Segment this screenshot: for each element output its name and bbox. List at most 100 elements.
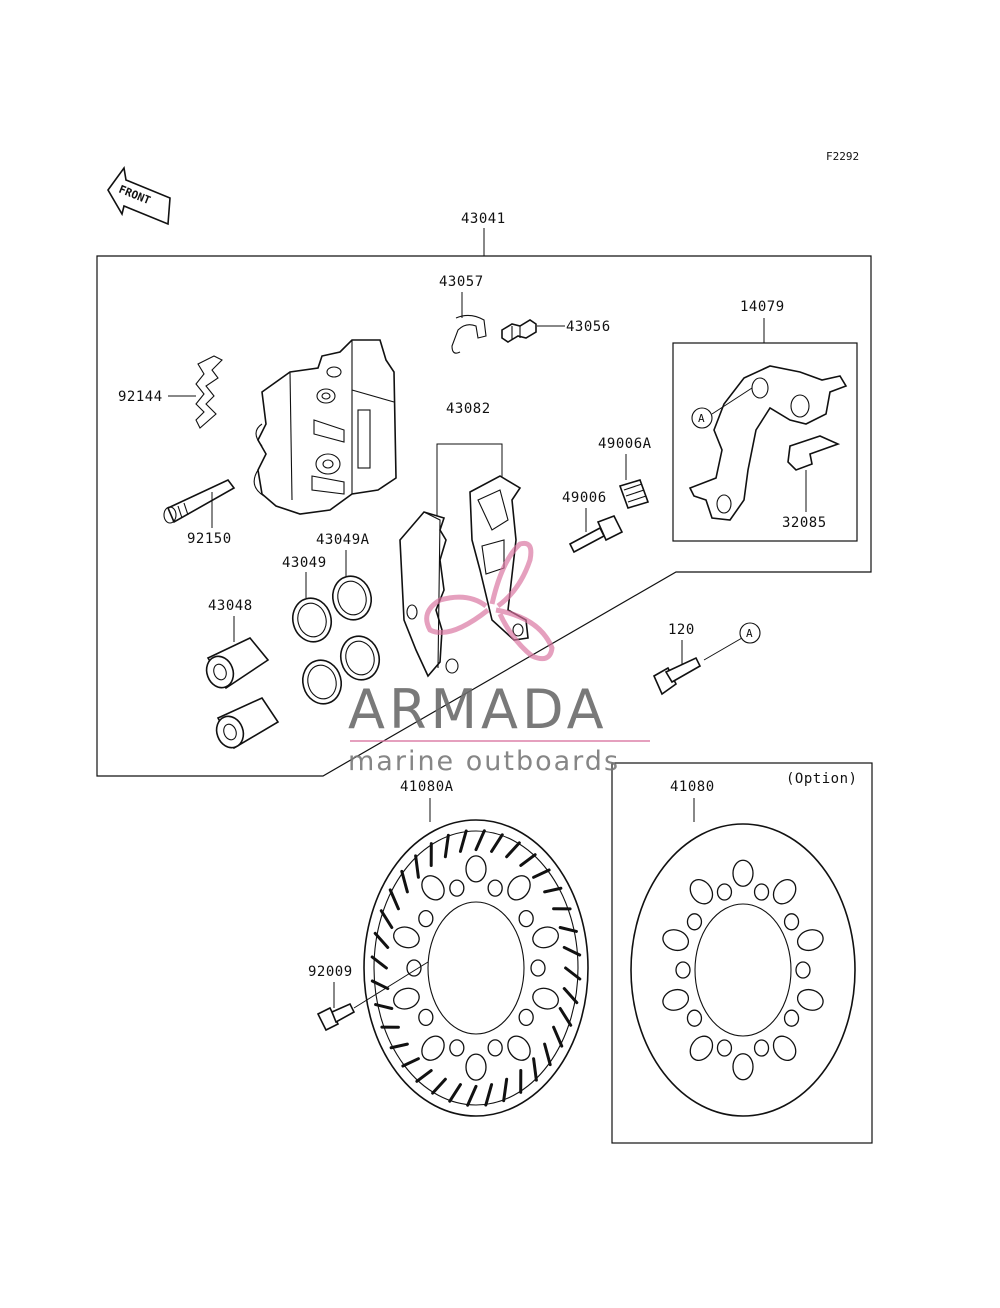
disc-cutout [465,855,487,883]
disc-cutout [421,875,445,901]
caliper-assembly-box [96,228,872,777]
disc-rivet-hole [675,961,691,979]
disc-cutout [393,987,420,1010]
disc-cutout [507,1035,531,1061]
disc-slot [388,888,400,911]
disc-cutout [507,875,531,901]
disc-slot [431,1077,447,1095]
disc-rivet-hole [518,1008,534,1027]
disc-rivet-hole [487,879,503,897]
disc-cutout [772,1035,797,1061]
caliper-bracket-part [688,365,848,521]
piston-seal-part [291,575,381,705]
bracket-box [672,342,858,542]
option-label: (Option) [786,771,857,787]
label-disc-a: 41080A [400,779,454,795]
brake-disc-round-part [630,823,856,1117]
disc-slot [414,854,420,879]
disc-cutout [796,929,824,952]
label-pin: 92150 [187,531,232,547]
disc-rivet-hole [753,1039,770,1057]
disc-cutout [662,929,690,952]
disc-slot [484,1083,494,1107]
disc-cutout [393,926,420,949]
disc-slot [370,979,390,991]
boot-part [618,479,650,509]
disc-slot [562,945,582,957]
disc-rivet-hole [530,959,546,977]
label-bolt: 120 [668,622,695,638]
disc-rivet-hole [753,883,770,901]
brake-pad-left-part [399,511,459,678]
label-plate: 32085 [782,515,827,531]
watermark-brand: ARMADA [348,678,608,741]
pad-spring-part [195,355,223,429]
label-disc-bolt: 92009 [308,964,353,980]
diagram-code: F2292 [826,150,859,163]
disc-rivet-hole [783,913,800,931]
bleed-valve-part [501,319,537,343]
disc-cutout [465,1053,487,1081]
disc-slot [532,868,551,879]
disc-cutout [732,859,754,887]
disc-cutout [689,879,714,905]
disc-rivet-hole [418,909,434,928]
disc-slot [543,1042,552,1067]
disc-slot [373,931,390,949]
callout-a-bolt: A [739,622,761,644]
disc-slot [415,1069,433,1083]
disc-cutout [689,1035,714,1061]
disc-slot [370,955,388,970]
front-arrow-icon: FRONT [107,165,171,226]
label-bleed-valve: 43056 [566,319,611,335]
label-hose-clip: 43057 [439,274,484,290]
disc-slot [564,966,582,981]
disc-bolt-part [316,1002,356,1032]
disc-slot [401,1057,420,1068]
disc-slot [558,926,578,933]
option-disc-box [611,762,873,1144]
disc-cutout [772,879,797,905]
watermark: ARMADA marine outboards [348,540,650,777]
disc-rivet-hole [406,959,422,977]
disc-slot [379,909,394,930]
disc-rivet-hole [686,913,703,931]
disc-slot [458,829,468,853]
disc-slot [519,853,537,867]
disc-rivet-hole [716,1039,733,1057]
label-assembly: 43041 [461,211,506,227]
disc-slot [448,1083,462,1103]
disc-rivet-hole [716,883,733,901]
disc-slot [552,1025,564,1048]
disc-slot [502,1077,509,1103]
disc-rivet-hole [518,909,534,928]
label-spring: 92144 [118,389,163,405]
disc-slot [474,829,486,852]
disc-cutout [421,1035,445,1061]
disc-rivet-hole [418,1008,434,1027]
piston-part [205,637,280,750]
svg-text:A: A [746,627,753,640]
disc-slot [490,833,504,853]
disc-rivet-hole [795,961,811,979]
disc-slot [562,987,579,1005]
disc-rivet-hole [686,1009,703,1027]
disc-cutout [532,987,559,1010]
slide-pin-part [568,514,624,554]
disc-slot [505,841,521,859]
disc-slot [543,886,563,894]
disc-slot [466,1084,478,1107]
disc-slot [400,869,409,894]
disc-rivet-hole [449,879,465,897]
disc-cutout [796,988,824,1011]
disc-slot [389,1042,409,1050]
disc-rivet-hole [783,1009,800,1027]
label-piston: 43048 [208,598,253,614]
disc-cutout [662,988,690,1011]
callout-a-bracket: A [691,387,753,429]
disc-slot [374,1003,394,1010]
pin-part [163,479,236,524]
label-bracket: 14079 [740,299,785,315]
label-pads: 43082 [446,401,491,417]
